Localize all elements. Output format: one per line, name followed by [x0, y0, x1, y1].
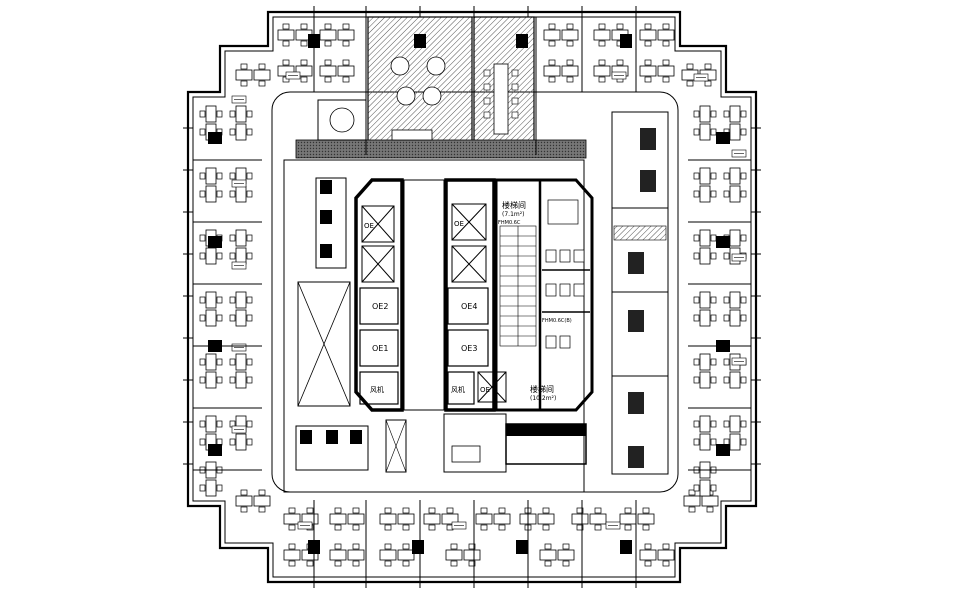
lift-label: OE — [480, 386, 490, 394]
lift-label: OE — [454, 220, 464, 228]
stair-label: 楼梯间 — [530, 384, 554, 394]
bay-partitions — [193, 17, 751, 577]
door-code: FHM0.6C — [498, 220, 521, 226]
north-meeting-rooms — [295, 16, 587, 159]
south-annex — [295, 413, 587, 473]
oe-room-label: OE4 — [461, 302, 477, 311]
stair-area: (10.2m²) — [530, 395, 556, 402]
stair-label: 楼梯间 — [502, 200, 526, 210]
building-envelope — [183, 6, 761, 588]
lift-label: OE — [364, 222, 374, 230]
shaft-label: 风机 — [370, 385, 384, 394]
shaft-label: 风机 — [451, 385, 465, 394]
east-offices — [611, 111, 669, 475]
service-room-west — [297, 177, 351, 407]
core: OE OE OE OE2 OE1 OE4 OE3 风机 风机 楼梯间 — [354, 178, 594, 412]
door-code: FHM0.6C(B) — [542, 318, 572, 324]
oe-room-label: OE3 — [461, 344, 477, 353]
oe-room-label: OE1 — [372, 344, 388, 353]
oe-room-label: OE2 — [372, 302, 388, 311]
perimeter-workstations — [199, 23, 747, 567]
stair-area: (7.1m²) — [502, 211, 524, 218]
